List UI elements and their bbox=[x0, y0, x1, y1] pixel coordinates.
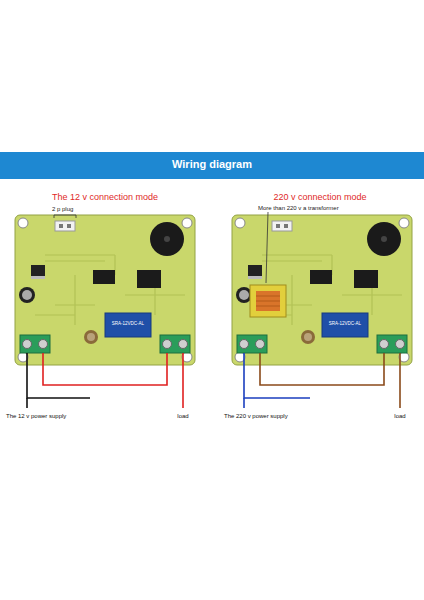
mode-heading: 220 v connection mode bbox=[273, 193, 366, 203]
part-label: 2 p plug bbox=[52, 206, 73, 213]
supply-label: The 220 v power supply bbox=[224, 413, 288, 420]
supply-label: The 12 v power supply bbox=[6, 413, 66, 420]
banner-title: Wiring diagram bbox=[0, 158, 424, 170]
relay-marking: SRA-12VDC-AL bbox=[112, 322, 144, 327]
relay-marking: SRA-12VDC-AL bbox=[329, 322, 361, 327]
mode-heading: The 12 v connection mode bbox=[52, 193, 158, 203]
load-label: load bbox=[177, 413, 188, 420]
load-label: load bbox=[394, 413, 405, 420]
part-label: More than 220 v a transformer bbox=[258, 205, 339, 212]
